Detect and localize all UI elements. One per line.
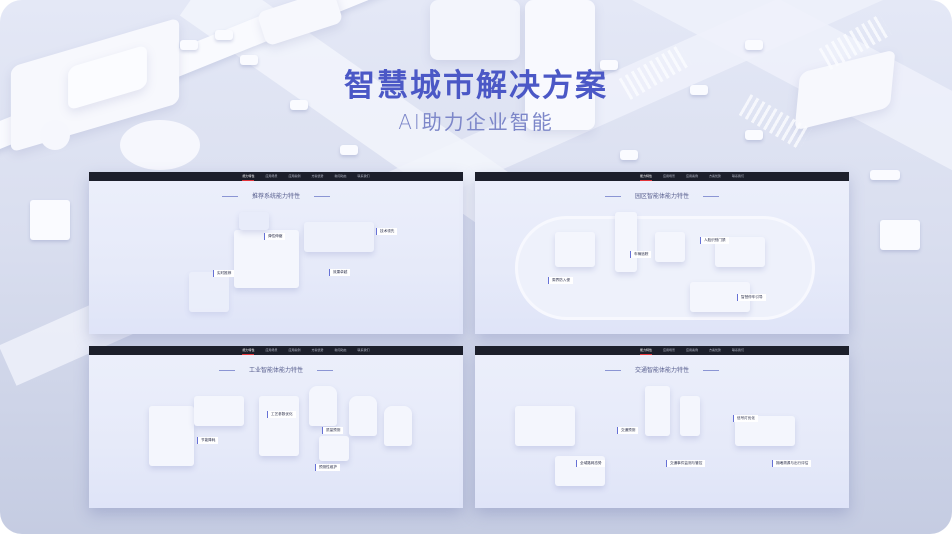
callout-intrusion: 周界防入侵 [548,266,573,285]
nav-item[interactable]: 方案优势 [709,174,722,178]
park-illustration [515,212,815,322]
nav-item[interactable]: 应用场景 [662,174,675,178]
hero-title: 智慧城市解决方案 [344,68,608,104]
panel-title: 工业智能体能力特性 [89,365,463,374]
nav-item[interactable]: 应用案例 [288,174,301,178]
panel-title: 园区智能体能力特性 [475,191,849,200]
nav-item[interactable]: 应用案例 [288,348,301,352]
callout-congestion-analysis: 拥堵溯源与出行评估 [772,449,812,468]
callout-effective: 效果卓越 [329,258,351,277]
nav-item[interactable]: 应用场景 [662,348,675,352]
callout-quality-prediction: 质量预测 [322,416,344,435]
panel-smart-park[interactable]: 能力特性 应用场景 应用案例 方案优势 联系我们 园区智能体能力特性 人脸识别门… [475,172,849,334]
nav-item[interactable]: 联系我们 [357,174,370,178]
panel-navbar: 能力特性 应用场景 应用案例 方案优势 联系我们 [475,172,849,181]
factory-illustration [149,386,412,496]
nav-item[interactable]: 应用案例 [685,348,698,352]
panel-traffic[interactable]: 能力特性 应用场景 应用案例 方案优势 联系我们 交通智能体能力特性 信号灯优化… [475,346,849,508]
callout-event-monitoring: 交通事件监测与管控 [666,449,706,468]
panel-navbar: 能力特性 应用场景 应用案例 方案优势 新闻动态 联系我们 [89,172,463,181]
nav-item[interactable]: 能力特性 [639,346,652,355]
hero-subtitle: AI助力企业智能 [398,110,554,134]
nav-item[interactable]: 联系我们 [732,348,745,352]
callout-energy-saving: 节能降耗 [197,426,219,445]
nav-item[interactable]: 新闻动态 [334,348,347,352]
nav-item[interactable]: 方案优势 [311,174,324,178]
panel-title: 交通智能体能力特性 [475,365,849,374]
callout-parking: 智慧停车引导 [737,283,766,302]
callout-process-optimization: 工艺参数优化 [267,400,296,419]
callout-road-network: 全域路网态势 [576,449,605,468]
traffic-illustration [495,386,825,496]
callout-predictive-maintenance: 预测性维护 [315,453,340,472]
nav-item[interactable]: 新闻动态 [334,174,347,178]
nav-item[interactable]: 联系我们 [732,174,745,178]
nav-item[interactable]: 方案优势 [709,348,722,352]
panel-navbar: 能力特性 应用场景 应用案例 方案优势 联系我们 [475,346,849,355]
panel-industry[interactable]: 能力特性 应用场景 应用案例 方案优势 新闻动态 联系我们 工业智能体能力特性 … [89,346,463,508]
callout-traffic-prediction: 交通预测 [617,416,639,435]
nav-item[interactable]: 能力特性 [242,172,255,181]
nav-item[interactable]: 能力特性 [242,346,255,355]
panel-navbar: 能力特性 应用场景 应用案例 方案优势 新闻动态 联系我们 [89,346,463,355]
panel-title: 推荐系统能力特性 [89,191,463,200]
camera-illustration [40,120,70,150]
panel-recommendation-system[interactable]: 能力特性 应用场景 应用案例 方案优势 新闻动态 联系我们 推荐系统能力特性 弹… [89,172,463,334]
nav-item[interactable]: 应用案例 [685,174,698,178]
nav-item[interactable]: 应用场景 [265,174,278,178]
nav-item[interactable]: 方案优势 [311,348,324,352]
nav-item[interactable]: 应用场景 [265,348,278,352]
nav-item[interactable]: 能力特性 [639,172,652,181]
callout-elastic-scaling: 弹性伸缩 [264,222,316,243]
callout-face-gate: 人脸识别门禁 [700,226,729,245]
callout-signal-optimization: 信号灯优化 [733,404,758,423]
callout-vehicle-tracking: 车辆追踪 [630,240,652,259]
callout-tech-leading: 技术领先 [376,217,398,236]
callout-realtime: 实时推荐 [213,259,235,278]
nav-item[interactable]: 联系我们 [357,348,370,352]
